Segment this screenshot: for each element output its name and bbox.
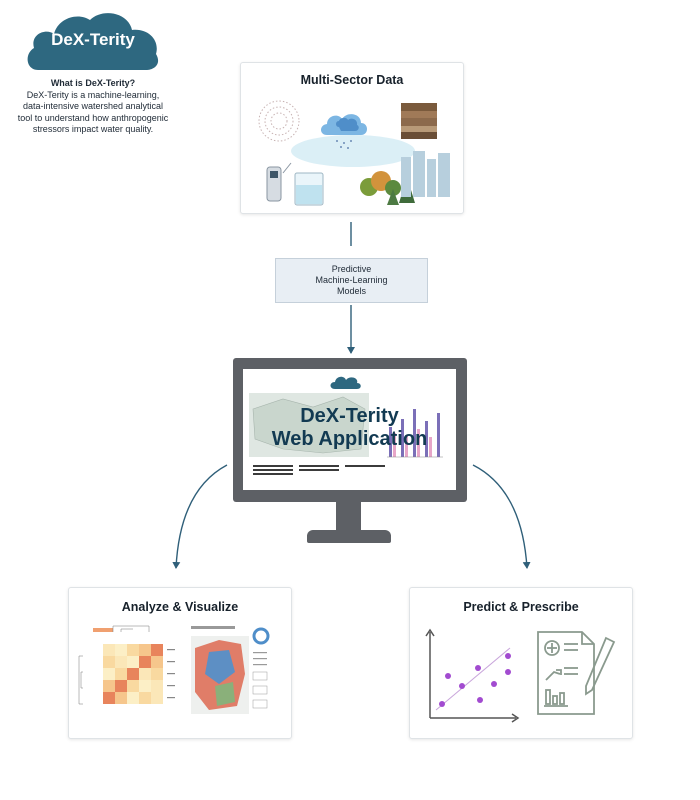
scatter-plot-icon bbox=[425, 628, 520, 723]
analysis-illustration bbox=[78, 625, 270, 714]
multi-sector-data-panel: Multi-Sector Data bbox=[240, 62, 464, 214]
multi-sector-illustration bbox=[258, 100, 450, 206]
app-title-line-1: DeX-Terity bbox=[300, 405, 399, 427]
soil-layers-icon bbox=[401, 103, 437, 139]
about-line-2: data-intensive watershed analytical bbox=[22, 101, 164, 111]
beaker-icon bbox=[294, 172, 324, 206]
predict-prescribe-panel: Predict & Prescribe bbox=[409, 587, 633, 739]
dotted-sphere-icon bbox=[258, 100, 300, 142]
panel-title-analyze-visualize: Analyze & Visualize bbox=[121, 600, 239, 614]
arrow-app-to-predict bbox=[472, 464, 531, 569]
web-app-screenshot bbox=[249, 376, 443, 475]
arrow-app-to-analyze bbox=[172, 464, 228, 569]
water-meter-icon bbox=[266, 162, 292, 202]
monitor-screen bbox=[243, 369, 456, 490]
about-title: What is DeX-Terity? bbox=[50, 78, 136, 88]
bar-chart-thumbnail bbox=[387, 409, 443, 458]
heatmap-thumbnail bbox=[78, 625, 175, 705]
model-line-1: Predictive bbox=[331, 264, 372, 274]
app-title-line-2: Web Application bbox=[271, 428, 428, 450]
ml-models-box: Predictive Machine-Learning Models bbox=[275, 258, 428, 303]
dexterity-cloud-logo bbox=[27, 13, 159, 70]
logo-name: DeX-Terity bbox=[51, 30, 135, 49]
web-application-title: DeX-Terity Web Application bbox=[243, 405, 456, 451]
screen-cloud-icon bbox=[330, 376, 361, 389]
report-document-icon bbox=[537, 631, 616, 715]
model-line-2: Machine-Learning bbox=[315, 275, 388, 285]
about-line-3: tool to understand how anthropogenic bbox=[17, 112, 169, 123]
panel-title-multi-sector-data: Multi-Sector Data bbox=[300, 73, 404, 87]
watershed-map-thumbnail bbox=[191, 626, 270, 714]
analyze-visualize-panel: Analyze & Visualize bbox=[68, 587, 292, 739]
lake-icon bbox=[291, 135, 415, 167]
about-blurb: What is DeX-Terity? DeX-Terity is a mach… bbox=[10, 78, 176, 136]
city-buildings-icon bbox=[401, 151, 450, 197]
about-line-1: DeX-Terity is a machine-learning, bbox=[26, 89, 160, 100]
monitor-neck bbox=[336, 502, 361, 532]
rain-cloud-icon bbox=[321, 114, 367, 149]
prediction-illustration bbox=[425, 628, 616, 723]
monitor-base bbox=[307, 530, 391, 543]
about-line-4: stressors impact water quality. bbox=[32, 124, 154, 134]
panel-title-predict-prescribe: Predict & Prescribe bbox=[463, 600, 579, 614]
model-line-3: Models bbox=[336, 286, 366, 296]
